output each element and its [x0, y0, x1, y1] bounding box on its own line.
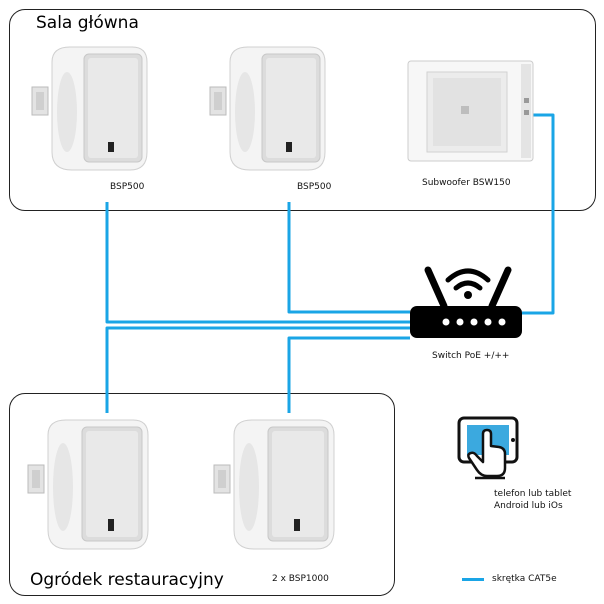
cable-speaker-2: [287, 202, 410, 314]
legend-cable-swatch: [462, 578, 484, 581]
cable-garden-speaker-2: [287, 336, 410, 413]
router-icon: [410, 266, 522, 338]
zone-title-main-hall: Sala główna: [36, 13, 139, 33]
cable-speaker-1: [105, 202, 410, 324]
tablet-touch-icon: [457, 416, 519, 480]
wall-speaker-icon: [27, 419, 149, 550]
controller-label-line2: Android lub iOs: [494, 501, 563, 511]
speaker-2-label: BSP500: [297, 182, 332, 192]
switch-label: Switch PoE +/++: [432, 351, 510, 361]
subwoofer-label: Subwoofer BSW150: [422, 178, 511, 188]
wall-speaker-icon: [31, 46, 148, 171]
wall-speaker-icon: [213, 419, 335, 550]
subwoofer-icon: [407, 60, 534, 162]
cable-garden-speaker-1: [105, 326, 410, 413]
wall-speaker-icon: [209, 46, 326, 171]
cable-subwoofer: [522, 113, 555, 315]
zone-title-garden: Ogródek restauracyjny: [30, 570, 224, 590]
garden-speakers-label: 2 x BSP1000: [272, 574, 329, 584]
controller-label-line1: telefon lub tablet: [494, 489, 572, 499]
legend-cable-label: skrętka CAT5e: [492, 574, 557, 584]
speaker-1-label: BSP500: [110, 182, 145, 192]
